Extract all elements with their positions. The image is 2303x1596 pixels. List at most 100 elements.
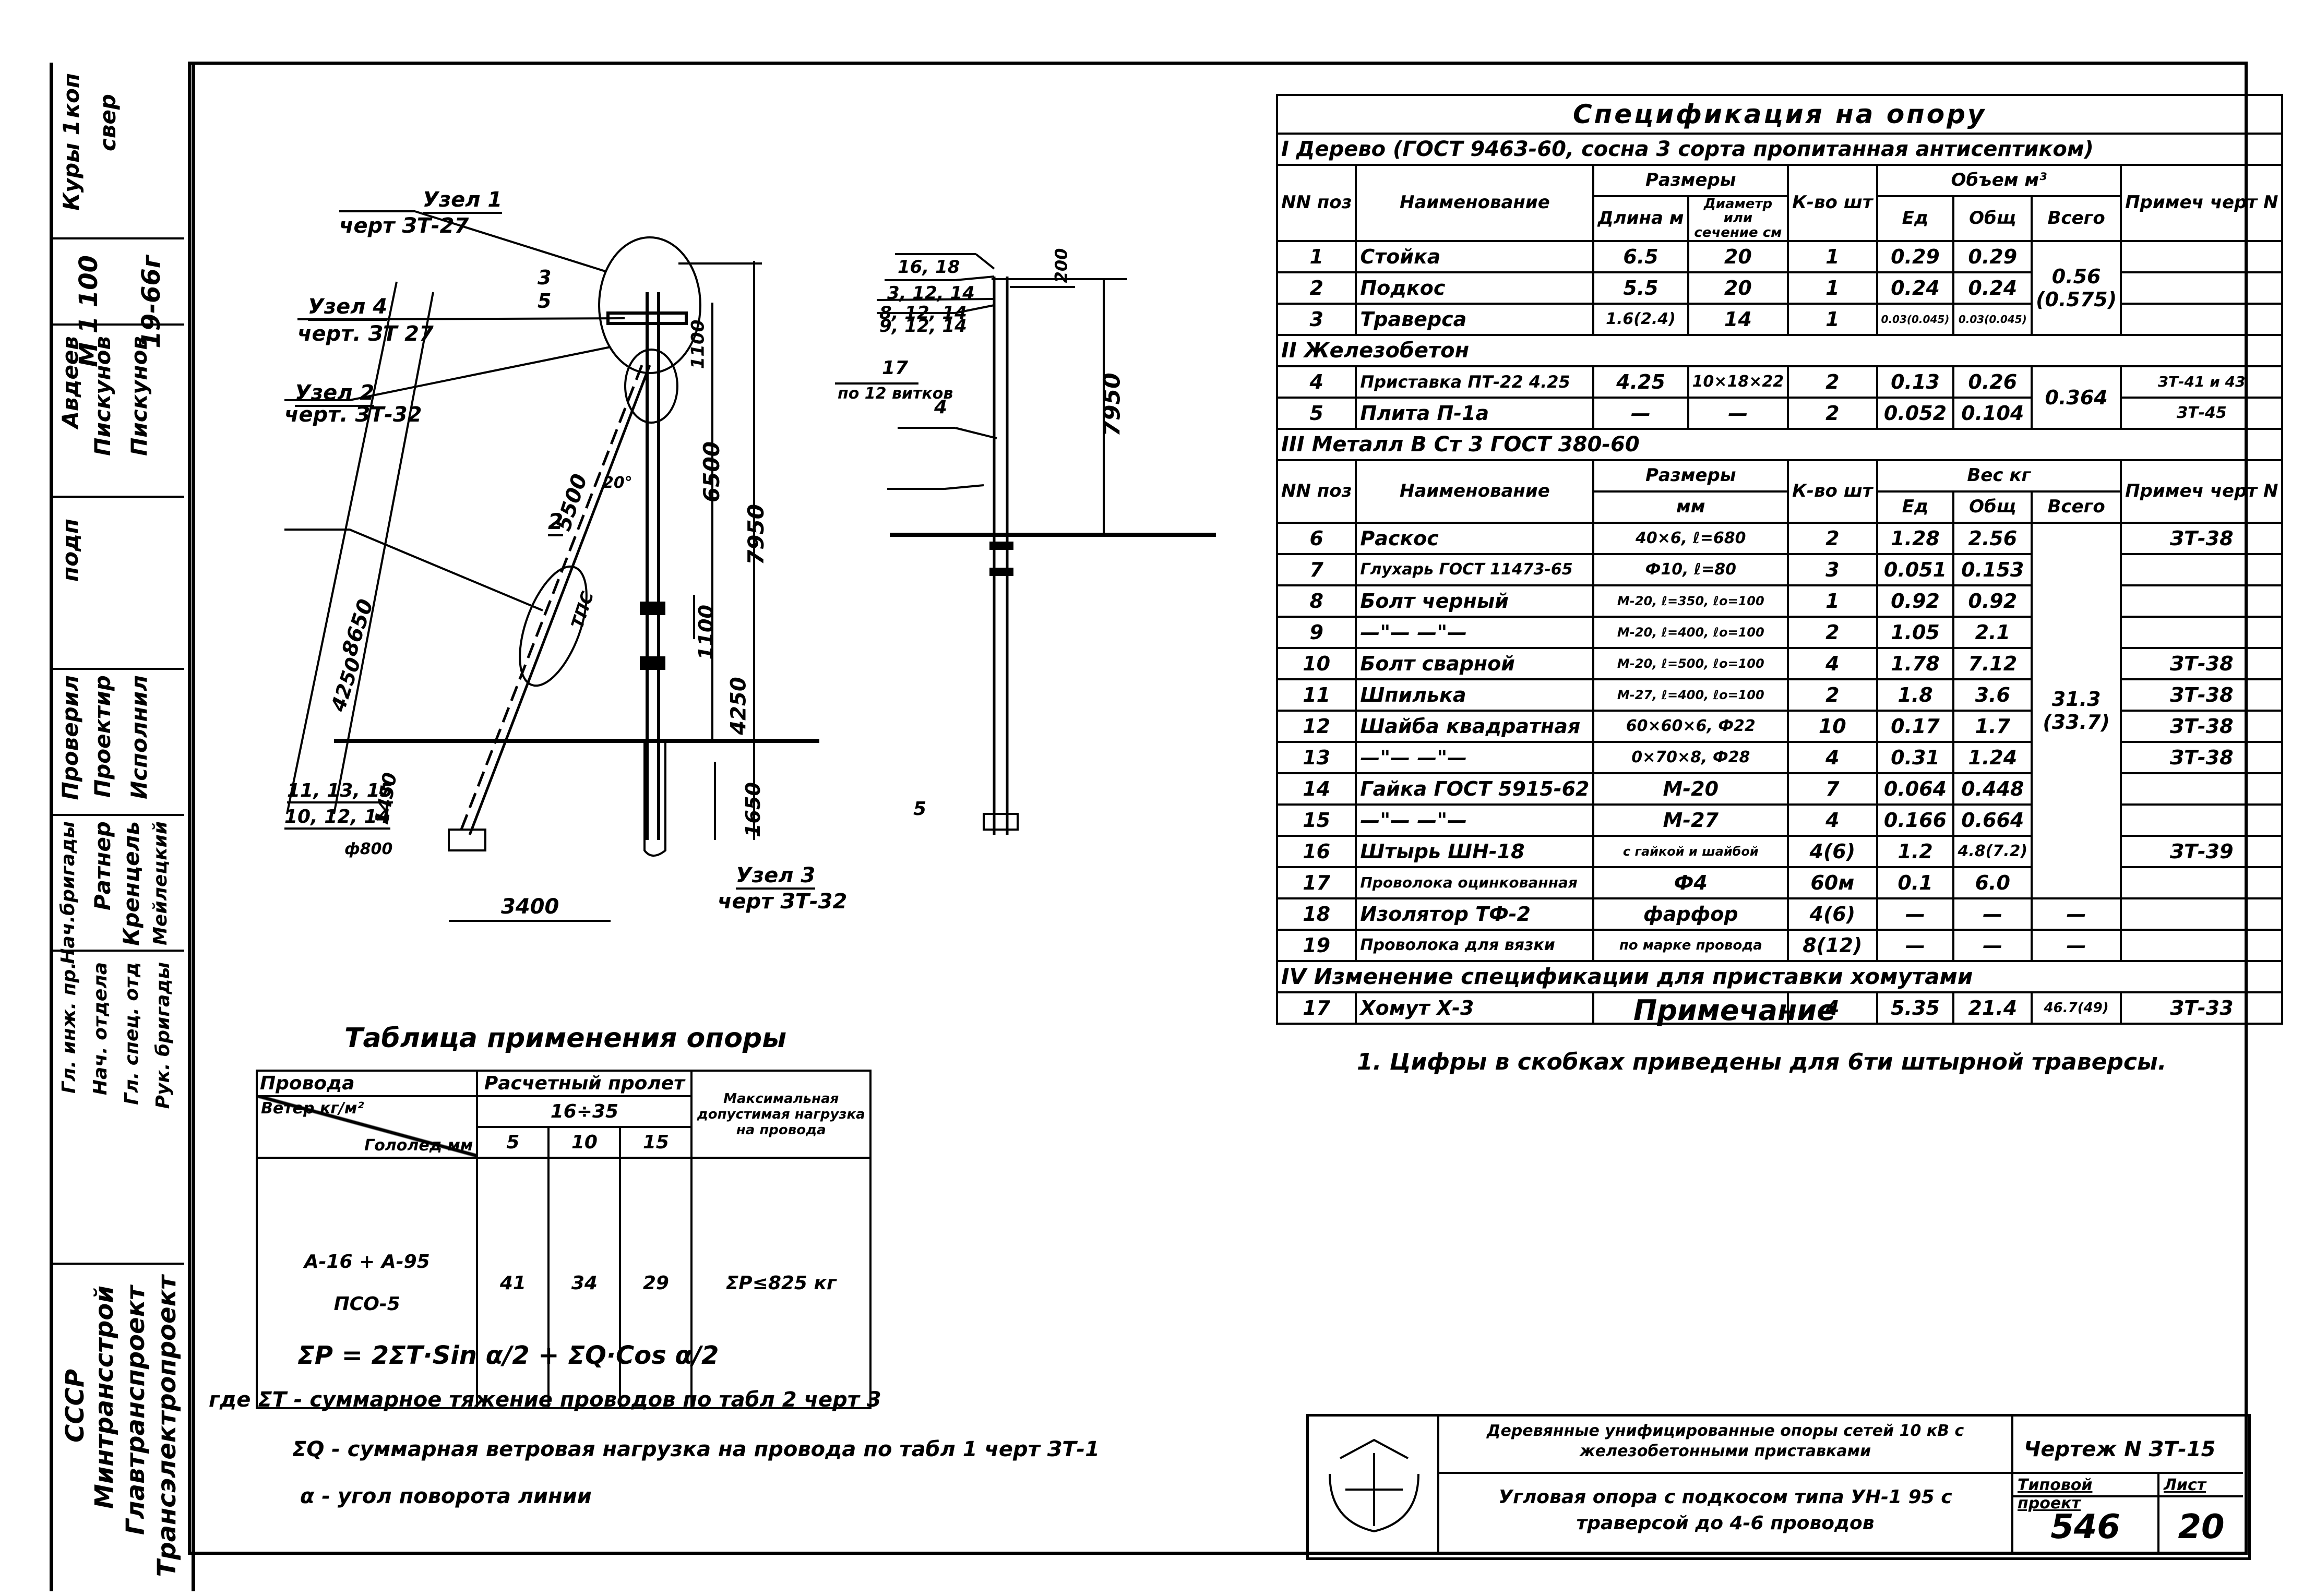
formula-where-a: α - угол поворота линии [300, 1484, 592, 1508]
col-total: Общ [1952, 490, 2033, 524]
ice-label: Гололед мм [364, 1136, 473, 1155]
position-mark: 2 [548, 509, 564, 536]
concrete-total: 0.364 [2031, 365, 2122, 430]
wire-type: ПСО-5 [333, 1293, 400, 1315]
signature-row-2: подп [53, 496, 184, 668]
wind-range: 16÷35 [476, 1095, 693, 1128]
col-total: Общ [1952, 195, 2033, 242]
col-pos: NN поз [1275, 164, 1357, 242]
col-wires: Провода [255, 1070, 479, 1097]
max-load-value: ΣP≤825 кг [690, 1157, 872, 1409]
project-number: 546 [2013, 1497, 2159, 1552]
position-mark: 16, 18 [898, 257, 960, 278]
callout-uzel3-title: Узел 3 [736, 863, 816, 890]
callout-uzel2-title: Узел 2 [295, 381, 375, 407]
col-volume: Объем м³ [1876, 164, 2122, 197]
application-table: Провода Расчетный пролет Максимальная до… [255, 1070, 872, 1409]
scale-cell: М 1 100 19-66г [53, 237, 184, 498]
col-all: Всего [2031, 490, 2122, 524]
ice-value: 10 [547, 1126, 622, 1159]
span-value: 34 [547, 1157, 622, 1409]
col-name: Наименование [1355, 164, 1595, 242]
formula-where-q: ΣQ - суммарная ветровая нагрузка на пров… [292, 1437, 1100, 1461]
organization-emblem-icon [1329, 1438, 1419, 1533]
callout-uzel4-title: Узел 4 [308, 295, 388, 321]
spec-section-wood: I Дерево (ГОСТ 9463-60, сосна 3 сорта пр… [1275, 133, 2284, 166]
dimension: 1650 [741, 782, 765, 837]
notes-title: Примечание [1633, 994, 1836, 1027]
col-note: Примеч черт N [2120, 459, 2284, 524]
position-mark: 10, 12, 14 [284, 806, 390, 830]
dimension: 4250 [726, 677, 751, 735]
title-block: Деревянные унифицированные опоры сетей 1… [1306, 1414, 2251, 1560]
span-value: 29 [619, 1157, 693, 1409]
col-qty: К-во шт [1787, 459, 1878, 524]
wood-total: 0.56 (0.575) [2031, 239, 2122, 336]
metal-total: 31.3 (33.7) [2031, 521, 2122, 899]
col-diameter: Диаметр или сечение см [1687, 195, 1789, 242]
dimension: 1100 [694, 605, 718, 660]
callout-uzel3-ref: черт ЗТ-32 [718, 890, 848, 914]
sheet-title: Угловая опора с подкосом типа УН-1 95 с … [1439, 1474, 2013, 1552]
drawing-label: Чертеж N ЗТ-15 [2013, 1417, 2243, 1474]
col-unit: Ед [1876, 195, 1955, 242]
emblem-cell [1309, 1417, 1439, 1552]
diag-header: Ветер кг/м² Гололед мм [255, 1095, 479, 1159]
ice-value: 15 [619, 1126, 693, 1159]
position-mark: 5 [913, 798, 927, 820]
position-mark: 3 [538, 266, 552, 289]
wind-label: Ветер кг/м² [261, 1099, 364, 1118]
spec-section-clamps: IV Изменение спецификации для приставки … [1275, 959, 2284, 993]
ice-value: 5 [476, 1126, 550, 1159]
side-stamp: коп Куры 1 свер М 1 100 19-66г Авдеев Пи… [50, 63, 195, 1591]
col-span: Расчетный пролет [476, 1070, 693, 1097]
wire-type: А-16 + А-95 [304, 1251, 430, 1273]
col-weight: Вес кг [1876, 459, 2122, 493]
signature-row-1: Авдеев Пискунов Пискунов [53, 323, 184, 496]
col-sizes: Размеры [1592, 164, 1789, 197]
wire-types: А-16 + А-95 ПСО-5 [255, 1157, 479, 1409]
col-note: Примеч черт N [2120, 164, 2284, 242]
winding-label-number: 17 [882, 357, 909, 379]
application-table-title: Таблица применения опоры [344, 1023, 787, 1054]
signature-row-3: Проверил Проектир Исполнил [53, 668, 184, 814]
position-mark: 9, 12, 14 [879, 316, 967, 337]
sheet-number: 20 [2178, 1508, 2225, 1546]
project-label: Типовой проект [2013, 1474, 2159, 1513]
specification-table: Спецификация на опору I Дерево (ГОСТ 946… [1275, 94, 2284, 1025]
col-qty: К-во шт [1787, 164, 1878, 242]
positions-cell: Гл. инж. пр. Нач. отдела Гл. спец. отд Р… [53, 950, 184, 1109]
dimension: 7950 [743, 504, 769, 565]
col-sizes: Размеры [1592, 459, 1789, 493]
spec-section-concrete: II Железобетон [1275, 333, 2284, 367]
spec-title: Спецификация на опору [1275, 94, 2284, 135]
col-pos: NN поз [1275, 459, 1357, 524]
position-mark: 8, 12, 14 [879, 303, 967, 323]
dimension: 7950 [1099, 373, 1126, 437]
col-name: Наименование [1355, 459, 1595, 524]
sheet-label: Лист [2159, 1474, 2243, 1497]
col-all: Всего [2031, 195, 2122, 242]
callout-uzel2-ref: черт. ЗТ-32 [284, 403, 422, 427]
dimension: 20° [603, 474, 633, 492]
formula-main: ΣP = 2ΣT·Sin α/2 + ΣQ·Cos α/2 [297, 1341, 719, 1370]
col-unit: Ед [1876, 490, 1955, 524]
callout-uzel1-title: Узел 1 [423, 188, 503, 214]
callout-uzel4-ref: черт. ЗТ 27 [297, 322, 434, 346]
dimension: 3400 [501, 895, 559, 919]
winding-label-text: по 12 витков [838, 385, 953, 403]
